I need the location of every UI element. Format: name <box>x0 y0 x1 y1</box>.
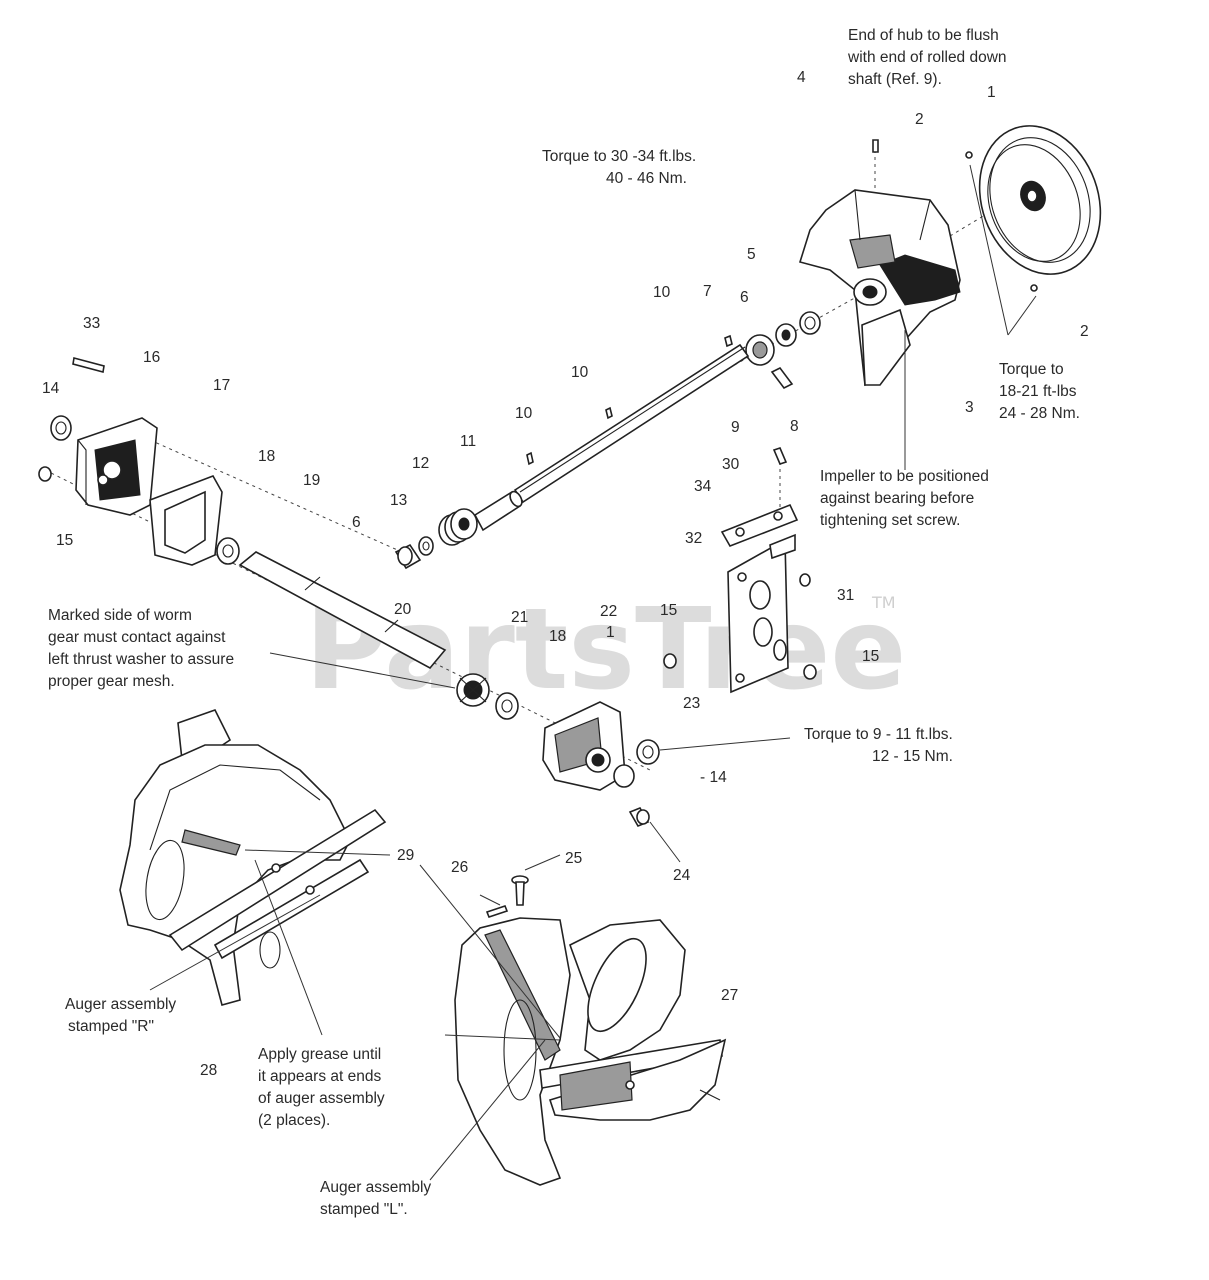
bearing-12 <box>438 508 478 546</box>
washer-2a <box>965 151 973 159</box>
callout-22: 22 <box>600 603 617 620</box>
callout-33: 33 <box>83 315 100 332</box>
callout-7: 7 <box>703 283 712 300</box>
nut-15b <box>663 653 677 669</box>
callout-29: 29 <box>397 847 414 864</box>
callout-13: 13 <box>390 492 407 509</box>
nut-15a <box>38 466 52 482</box>
callout-15c: 15 <box>862 648 879 665</box>
pin-10a <box>724 334 733 348</box>
callout-3: 3 <box>965 399 974 416</box>
pin-10b <box>605 406 613 420</box>
bearing-plate-32 <box>727 538 789 694</box>
nut-31 <box>799 573 811 587</box>
gear-housing-left <box>75 417 158 516</box>
shear-bolt-25 <box>511 875 529 906</box>
nut-15c <box>803 664 817 680</box>
note-auger-l: Auger assembly stamped "L". <box>320 1179 435 1218</box>
washer-14b <box>613 764 635 788</box>
callout-16: 16 <box>143 349 160 366</box>
callout-24: 24 <box>673 867 691 884</box>
auger-shaft <box>238 551 447 670</box>
washer-2b <box>1030 284 1038 292</box>
pin-10c <box>526 451 534 466</box>
callout-10b: 10 <box>571 364 589 381</box>
callout-31: 31 <box>837 587 854 604</box>
callout-19: 19 <box>303 472 320 489</box>
callout-11: 11 <box>460 433 476 450</box>
callout-9: 9 <box>731 419 740 436</box>
trademark-symbol: TM <box>871 593 896 612</box>
callout-10a: 10 <box>653 284 671 301</box>
pulley <box>978 125 1102 275</box>
gear-housing-right <box>542 701 626 791</box>
callout-15a: 15 <box>56 532 73 549</box>
key-30 <box>772 447 788 465</box>
impeller-shaft <box>513 343 750 504</box>
impeller <box>798 189 961 387</box>
callout-23: 23 <box>683 695 700 712</box>
callout-28: 28 <box>200 1062 217 1079</box>
assembly-notes: End of hub to be flush with end of rolle… <box>48 27 1081 1218</box>
bracket-34 <box>720 503 799 560</box>
note-torque-30-34: Torque to 30 -34 ft.lbs. 40 - 46 Nm. <box>542 148 701 187</box>
callout-6b: 6 <box>352 514 361 531</box>
callout-22-sub: 1 <box>606 624 615 641</box>
thrust-washer-18a <box>216 537 240 565</box>
note-hub-flush: End of hub to be flush with end of rolle… <box>847 27 1011 88</box>
callout-18a: 18 <box>258 448 275 465</box>
callout-8: 8 <box>790 418 799 435</box>
callout-10c: 10 <box>515 405 533 422</box>
callout-18b: 18 <box>549 628 566 645</box>
callout-2a: 2 <box>915 111 924 128</box>
callout-4: 4 <box>797 69 806 86</box>
callout-14a: 14 <box>42 380 60 397</box>
cotter-pin-26 <box>485 905 509 918</box>
callout-12: 12 <box>412 455 429 472</box>
note-impeller: Impeller to be positioned against bearin… <box>820 468 993 529</box>
washer-13 <box>418 536 434 556</box>
callout-5: 5 <box>747 246 756 263</box>
callout-30: 30 <box>722 456 740 473</box>
callout-21: 21 <box>511 609 528 626</box>
key-8 <box>770 366 794 390</box>
callout-34: 34 <box>694 478 712 495</box>
callout-32: 32 <box>685 530 702 547</box>
leader-lines <box>149 164 1037 1181</box>
set-screw-4 <box>872 139 879 153</box>
callout-27: 27 <box>721 987 738 1004</box>
screw-33 <box>72 357 105 373</box>
washer-14a <box>50 415 72 441</box>
callout-15b: 15 <box>660 602 677 619</box>
note-worm-gear: Marked side of worm gear must contact ag… <box>48 607 238 690</box>
callout-17: 17 <box>213 377 230 394</box>
callout-25: 25 <box>565 850 582 867</box>
callout-20: 20 <box>394 601 412 618</box>
bearing-5 <box>799 311 821 335</box>
callout-14b: - 14 <box>700 769 727 786</box>
callout-2b: 2 <box>1080 323 1089 340</box>
callout-1: 1 <box>987 84 996 101</box>
auger-assembly-l <box>454 917 727 1186</box>
note-auger-r: Auger assembly stamped "R" <box>65 996 180 1035</box>
bearing-23 <box>636 739 660 765</box>
note-torque-9-11: Torque to 9 - 11 ft.lbs. 12 - 15 Nm. <box>804 726 957 765</box>
callout-26: 26 <box>451 859 468 876</box>
auger-assembly-r <box>119 709 387 1006</box>
worm-gear <box>456 673 490 707</box>
note-grease: Apply grease until it appears at ends of… <box>258 1046 389 1129</box>
bearing-6b <box>394 543 422 570</box>
thrust-washer-18b <box>495 692 519 720</box>
callout-6a: 6 <box>740 289 749 306</box>
callout-numbers: 1 2 2 3 4 5 6 6 7 8 9 10 10 10 11 12 13 … <box>42 69 1089 1079</box>
note-torque-18-21: Torque to 18-21 ft-lbs 24 - 28 Nm. <box>999 361 1081 422</box>
gasket-17 <box>149 475 223 566</box>
